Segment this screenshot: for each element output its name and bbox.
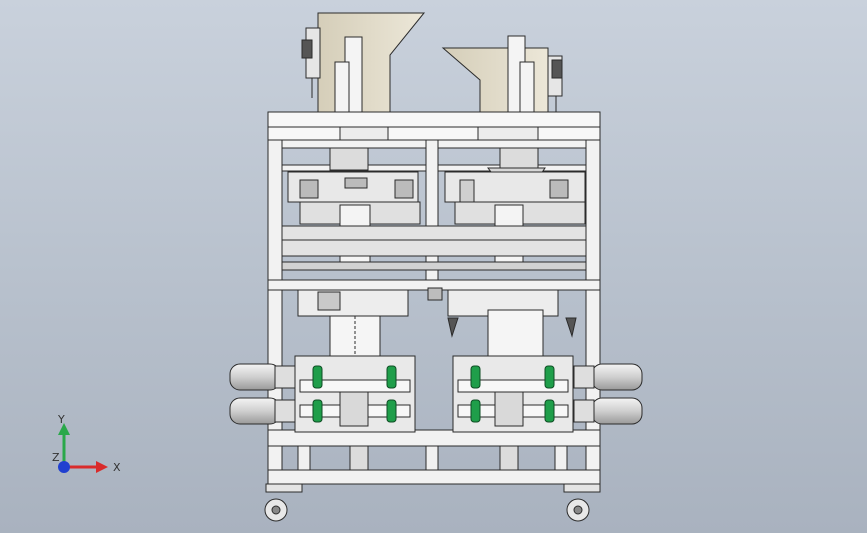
frame [267, 139, 601, 486]
z-axis-label: Z [52, 451, 60, 464]
left-motors [229, 363, 296, 425]
drive-gears [312, 365, 555, 423]
top-plate [267, 111, 601, 141]
base [297, 445, 568, 471]
coordinate-triad: Y X Z [52, 413, 121, 474]
upper-mechanism [281, 147, 587, 271]
right-hopper [441, 35, 563, 113]
casters [264, 483, 601, 522]
middle-mechanism [297, 287, 577, 362]
z-axis-origin [58, 461, 70, 473]
right-motors [573, 363, 643, 425]
y-axis-label: Y [57, 413, 65, 426]
x-axis-label: X [113, 461, 121, 474]
left-hopper [301, 12, 426, 113]
